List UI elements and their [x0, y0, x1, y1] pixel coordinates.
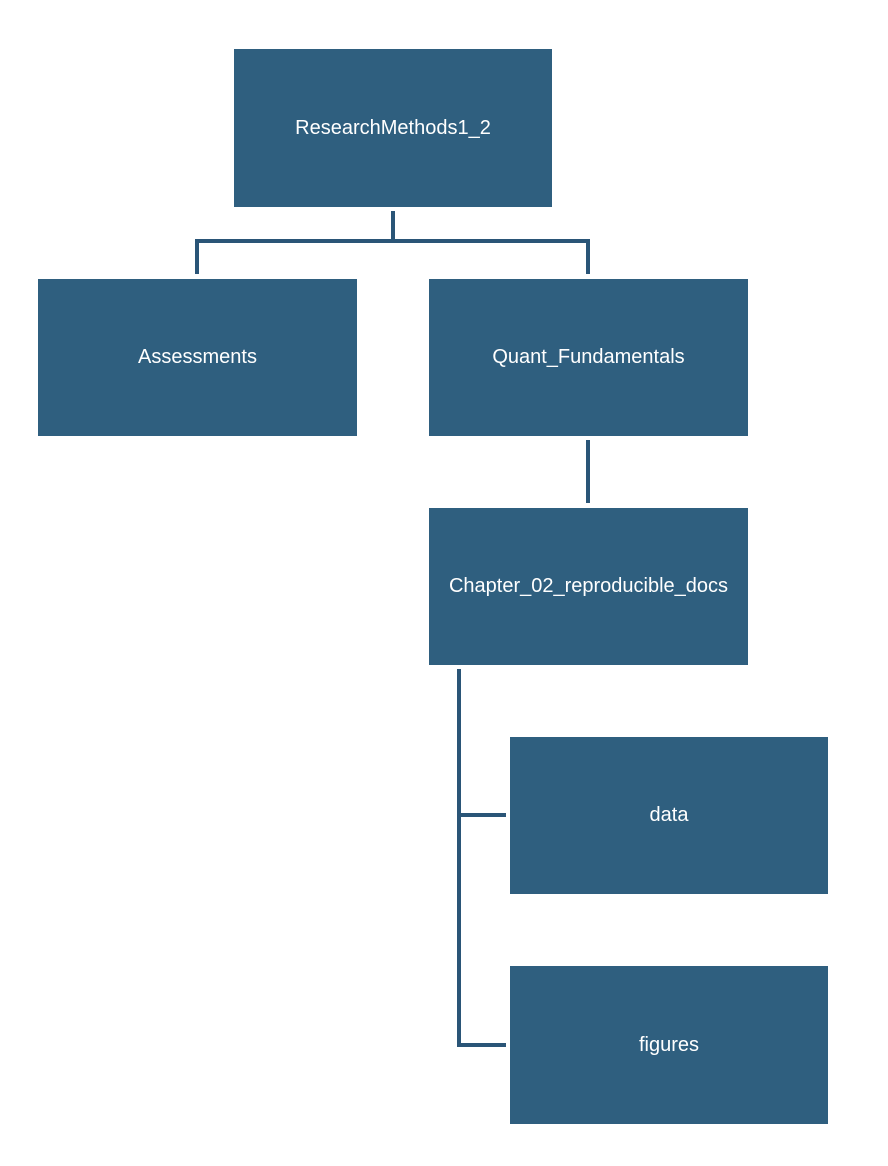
connector-root-children — [195, 211, 590, 274]
node-label: Chapter_02_reproducible_docs — [448, 575, 729, 597]
node-label: Assessments — [138, 346, 257, 368]
node-label: data — [649, 804, 689, 826]
node-chapter-02: Chapter_02_reproducible_docs — [429, 508, 748, 665]
node-data: data — [510, 737, 828, 894]
node-researchmethods1-2: ResearchMethods1_2 — [234, 49, 552, 207]
node-assessments: Assessments — [38, 279, 357, 436]
node-figures: figures — [510, 966, 828, 1124]
node-quant-fundamentals: Quant_Fundamentals — [429, 279, 748, 436]
node-label: figures — [638, 1033, 700, 1056]
node-label: ResearchMethods1_2 — [295, 116, 491, 139]
node-label: Quant_Fundamentals — [492, 346, 685, 368]
connector-chapter-children — [457, 669, 506, 1047]
